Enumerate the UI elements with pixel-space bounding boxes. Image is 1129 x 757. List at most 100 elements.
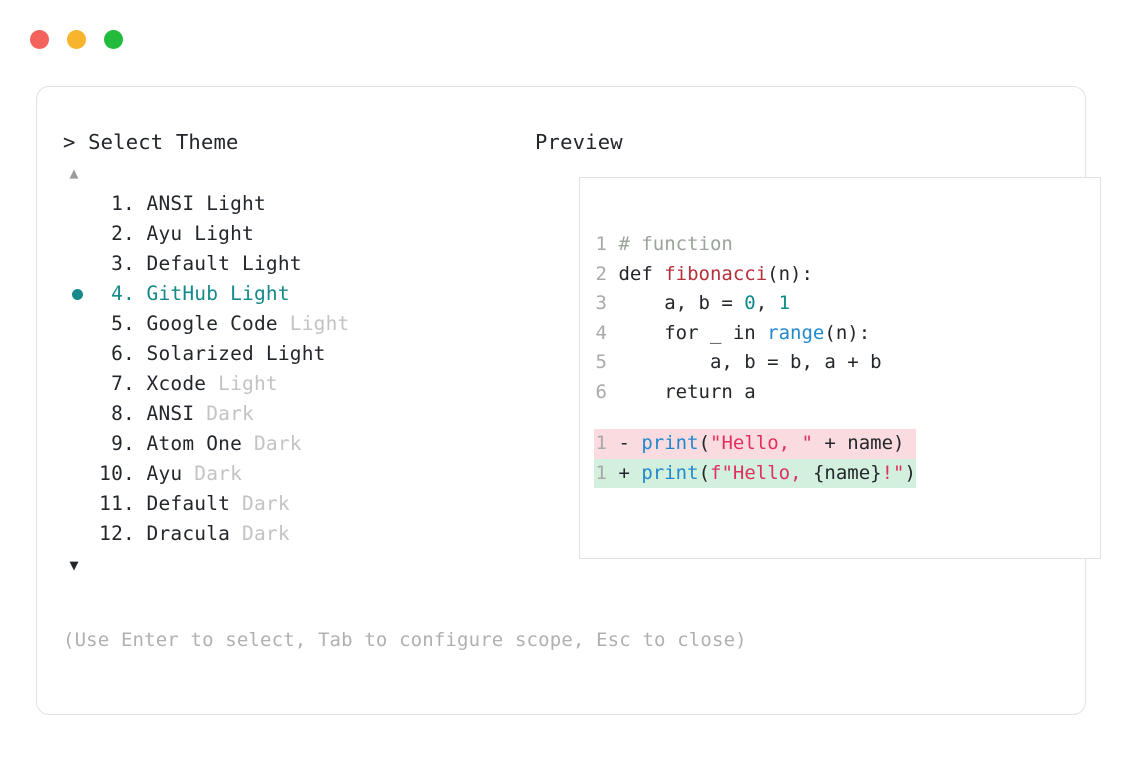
- theme-item-variant: Light: [230, 282, 290, 305]
- theme-list-item[interactable]: 9. Atom One Dark: [63, 429, 523, 459]
- theme-item-index: 2.: [111, 222, 135, 245]
- theme-item-label: Atom One Dark: [147, 429, 302, 459]
- code-token: print: [641, 461, 699, 484]
- theme-item-name: Ayu: [146, 462, 183, 485]
- code-line: 1 # function: [594, 230, 916, 260]
- code-token: !": [881, 461, 905, 484]
- theme-item-name: Solarized: [146, 342, 254, 365]
- theme-item-name: Atom One: [146, 432, 243, 455]
- code-token: ,: [755, 292, 779, 314]
- theme-item-label: Solarized Light: [147, 339, 326, 369]
- code-token: + name): [812, 432, 905, 454]
- theme-item-label: Default Dark: [147, 489, 290, 519]
- minimize-window-dot[interactable]: [67, 30, 86, 49]
- theme-item-index: 3.: [111, 252, 135, 275]
- selection-indicator-cell: [63, 199, 91, 210]
- theme-list-item[interactable]: 12.Dracula Dark: [63, 519, 523, 549]
- selection-indicator-cell: [63, 439, 91, 450]
- theme-item-label: ANSI Light: [147, 189, 266, 219]
- code-token: fibonacci: [664, 262, 768, 285]
- theme-item-label: ANSI Dark: [147, 399, 254, 429]
- theme-list-item[interactable]: 2. Ayu Light: [63, 219, 523, 249]
- theme-item-variant: Light: [265, 342, 326, 365]
- theme-item-index: 12.: [99, 522, 135, 545]
- theme-item-name: Ayu: [146, 222, 183, 245]
- selected-bullet-icon: [72, 259, 83, 270]
- theme-item-variant: Light: [289, 312, 350, 335]
- code-token: (n):: [767, 262, 813, 285]
- theme-item-index: 10.: [99, 462, 135, 485]
- code-token: f"Hello,: [710, 461, 813, 484]
- theme-item-index: 5.: [111, 312, 135, 335]
- theme-item-index: 11.: [99, 492, 135, 515]
- selection-indicator-cell: [63, 319, 91, 330]
- theme-item-variant: Light: [242, 252, 302, 275]
- theme-list-item[interactable]: 7.Xcode Light: [63, 369, 523, 399]
- diff-line-number: 1: [595, 461, 607, 484]
- selected-bullet-icon: [71, 288, 83, 300]
- theme-picker-card: > Select Theme ▲ 1.ANSI Light 2. Ayu Light…: [36, 86, 1101, 715]
- code-token: a, b = b, a + b: [618, 351, 882, 373]
- window-traffic-lights: [30, 30, 123, 49]
- selected-bullet-icon: [72, 409, 83, 420]
- code-token: "Hello, ": [710, 432, 813, 454]
- close-window-dot[interactable]: [30, 30, 49, 49]
- theme-item-label: Ayu Dark: [147, 459, 243, 489]
- theme-list-pane: > Select Theme ▲ 1.ANSI Light 2. Ayu Light…: [63, 129, 523, 575]
- theme-item-variant: Light: [206, 192, 266, 215]
- diff-line-number: 1: [595, 432, 607, 454]
- theme-item-variant: Dark: [253, 432, 302, 455]
- diff-sign: -: [618, 432, 630, 454]
- theme-list-item[interactable]: 6. Solarized Light: [63, 339, 523, 369]
- theme-list-item[interactable]: 1.ANSI Light: [63, 189, 523, 219]
- code-line: 6 return a: [594, 378, 916, 408]
- code-token: for _ in: [618, 321, 768, 344]
- theme-item-label: GitHub Light: [147, 279, 290, 309]
- theme-list-item[interactable]: 4. GitHub Light: [63, 279, 523, 309]
- selected-bullet-icon: [72, 439, 83, 450]
- theme-item-label: Default Light: [147, 249, 302, 279]
- selection-indicator-cell: [63, 499, 91, 510]
- code-line: 3 a, b = 0, 1: [594, 289, 916, 319]
- page-title: > Select Theme: [63, 129, 523, 155]
- theme-item-index: 6.: [111, 342, 135, 365]
- theme-item-name: Google Code: [146, 312, 278, 335]
- theme-list-item[interactable]: 10. Ayu Dark: [63, 459, 523, 489]
- theme-item-variant: Dark: [194, 462, 243, 485]
- theme-item-name: ANSI: [146, 402, 195, 425]
- code-line: 5 a, b = b, a + b: [594, 348, 916, 378]
- scroll-down-icon[interactable]: ▼: [69, 556, 79, 574]
- selected-bullet-icon: [72, 379, 83, 390]
- code-token: a, b =: [618, 292, 745, 314]
- code-line-number: 3: [595, 292, 607, 314]
- theme-list-item[interactable]: 5. Google Code Light: [63, 309, 523, 339]
- selection-indicator-cell: [63, 288, 91, 300]
- code-line: 2 def fibonacci(n):: [594, 260, 916, 290]
- theme-item-index: 9.: [111, 432, 135, 455]
- theme-item-variant: Light: [218, 372, 278, 395]
- theme-list-item[interactable]: 3. Default Light: [63, 249, 523, 279]
- diff-line-del: 1 - print("Hello, " + name): [594, 429, 916, 459]
- selected-bullet-icon: [72, 529, 83, 540]
- maximize-window-dot[interactable]: [104, 30, 123, 49]
- theme-item-name: ANSI: [146, 192, 195, 215]
- code-token: (: [698, 461, 711, 484]
- code-token: # function: [618, 233, 733, 255]
- theme-item-variant: Dark: [242, 522, 290, 545]
- code-token: (: [698, 432, 711, 454]
- code-token: print: [641, 432, 699, 454]
- selection-indicator-cell: [63, 259, 91, 270]
- prompt-symbol: >: [63, 130, 76, 154]
- scroll-up-icon[interactable]: ▲: [69, 164, 79, 182]
- code-line: 4 for _ in range(n):: [594, 319, 916, 349]
- theme-item-index: 4.: [111, 282, 135, 305]
- keyboard-hint: (Use Enter to select, Tab to configure s…: [63, 629, 747, 651]
- diff-sign: +: [618, 461, 630, 484]
- theme-item-label: Ayu Light: [147, 219, 254, 249]
- theme-list-item[interactable]: 11. Default Dark: [63, 489, 523, 519]
- theme-list-item[interactable]: 8.ANSI Dark: [63, 399, 523, 429]
- selected-bullet-icon: [72, 469, 83, 480]
